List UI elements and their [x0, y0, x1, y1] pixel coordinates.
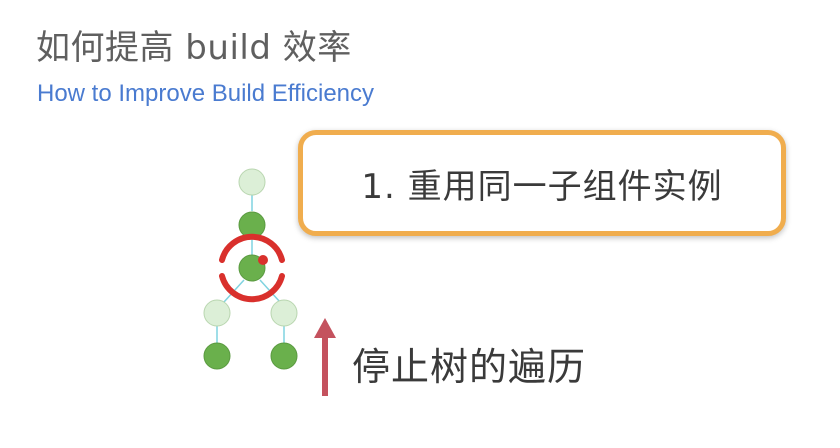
slide-subtitle: How to Improve Build Efficiency: [37, 80, 375, 107]
callout-box: 1. 重用同一子组件实例: [298, 130, 786, 236]
tree-node-root: [238, 168, 266, 196]
up-arrow-icon: [314, 318, 336, 396]
tree-node: [203, 342, 231, 370]
tree-node: [203, 299, 231, 327]
tree-node: [270, 342, 298, 370]
reuse-target-marker-icon: [219, 233, 285, 303]
stop-traversal-text: 停止树的遍历: [352, 345, 587, 389]
widget-tree-diagram-icon: [203, 168, 298, 370]
callout-text: 1. 重用同一子组件实例: [361, 166, 723, 207]
slide-title: 如何提高 build 效率: [36, 28, 352, 68]
tree-node: [270, 299, 298, 327]
